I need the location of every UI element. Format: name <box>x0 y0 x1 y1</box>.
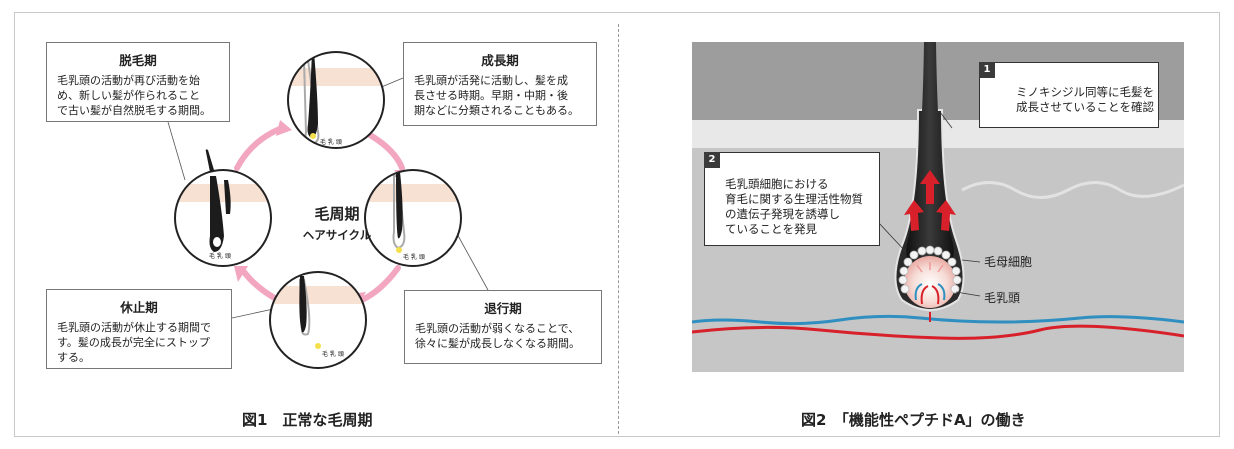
svg-text:毛 乳 頭: 毛 乳 頭 <box>403 253 425 261</box>
callout-telogen-title: 休止期 <box>120 300 158 315</box>
callout-anagen-title: 成長期 <box>481 53 519 68</box>
point2-box: 2 毛乳頭細胞における 育毛に関する生理活性物質 の遺伝子発現を誘導し ているこ… <box>704 152 880 246</box>
point2-line: ていることを発見 <box>725 222 817 236</box>
point2-line: 育毛に関する生理活性物質 <box>725 192 863 206</box>
callout-telogen-line: す。髪の成長が完全にストップ <box>57 336 210 349</box>
figure-divider <box>618 24 619 434</box>
papilla-label-1: 毛 乳 頭 <box>320 138 342 146</box>
label-hair-matrix: 毛母細胞 <box>984 255 1033 269</box>
callout-catagen-line: 毛乳頭の活動が弱くなることで、 <box>415 322 580 335</box>
callout-telogen-line: する。 <box>57 351 90 364</box>
point2-line: の遺伝子発現を誘導し <box>725 207 840 221</box>
cycle-center-label: 毛周期 ヘアサイクル <box>284 203 390 243</box>
stage-shedding-circle: 毛 乳 頭 <box>174 149 272 267</box>
stage-anagen-circle: 毛 乳 頭 <box>287 51 385 149</box>
figure1-caption: 図1 正常な毛周期 <box>242 411 373 429</box>
bulb-signal-lines <box>916 262 944 273</box>
callout-anagen-line: 毛乳頭が活発に活動し、髪を成 <box>414 74 568 87</box>
callout-anagen-line: 長させる時期。早期・中期・後 <box>414 89 568 102</box>
stage-catagen-circle: 毛 乳 頭 <box>364 169 462 267</box>
callout-shedding-line: め、新しい髪が作られること <box>57 89 200 102</box>
callout-shedding-title: 脱毛期 <box>119 53 157 68</box>
cycle-center-title: 毛周期 <box>314 205 360 223</box>
callout-anagen-text: 毛乳頭が活発に活動し、髪を成 長させる時期。早期・中期・後 期などに分類されるこ… <box>414 73 586 118</box>
point1-line: ミノキシジル同等に毛髪を <box>1016 85 1154 99</box>
svg-text:毛 乳 頭: 毛 乳 頭 <box>209 252 231 260</box>
callout-anagen: 成長期 毛乳頭が活発に活動し、髪を成 長させる時期。早期・中期・後 期などに分類… <box>403 42 597 126</box>
point2-text: 毛乳頭細胞における 育毛に関する生理活性物質 の遺伝子発現を誘導し ていることを… <box>725 177 863 237</box>
callout-catagen-line: 徐々に髪が成長しなくなる期間。 <box>415 337 580 350</box>
point2-number: 2 <box>704 152 720 168</box>
point1-box: 1 ミノキシジル同等に毛髪を 成長させていることを確認 <box>979 62 1159 128</box>
callout-shedding-line: 毛乳頭の活動が再び活動を始 <box>57 74 200 87</box>
callout-anagen-line: 期などに分類されることもある。 <box>414 104 579 117</box>
figure2-caption: 図2 「機能性ペプチドA」の働き <box>801 411 1026 429</box>
callout-telogen: 休止期 毛乳頭の活動が休止する期間で す。髪の成長が完全にストップ する。 <box>46 289 232 369</box>
callout-catagen-title: 退行期 <box>484 301 522 316</box>
label-dermal-papilla: 毛乳頭 <box>984 291 1021 305</box>
svg-text:毛 乳 頭: 毛 乳 頭 <box>322 350 344 358</box>
point2-line: 毛乳頭細胞における <box>725 177 829 191</box>
callout-telogen-text: 毛乳頭の活動が休止する期間で す。髪の成長が完全にストップ する。 <box>57 320 221 365</box>
point1-number: 1 <box>979 62 995 78</box>
point1-text: ミノキシジル同等に毛髪を 成長させていることを確認 <box>1016 85 1154 115</box>
callout-telogen-line: 毛乳頭の活動が休止する期間で <box>57 321 211 334</box>
callout-catagen-text: 毛乳頭の活動が弱くなることで、 徐々に髪が成長しなくなる期間。 <box>415 321 591 351</box>
callout-catagen: 退行期 毛乳頭の活動が弱くなることで、 徐々に髪が成長しなくなる期間。 <box>404 290 602 364</box>
callout-shedding-line: で古い髪が自然脱毛する期間。 <box>57 104 211 117</box>
callout-shedding: 脱毛期 毛乳頭の活動が再び活動を始 め、新しい髪が作られること で古い髪が自然脱… <box>46 42 230 122</box>
point-leaders <box>877 111 981 297</box>
stage-telogen-circle: 毛 乳 頭 <box>269 271 367 369</box>
callout-shedding-text: 毛乳頭の活動が再び活動を始 め、新しい髪が作られること で古い髪が自然脱毛する期… <box>57 73 219 118</box>
point1-line: 成長させていることを確認 <box>1016 100 1154 114</box>
cycle-center-subtitle: ヘアサイクル <box>302 228 372 242</box>
growth-arrows <box>904 170 956 231</box>
